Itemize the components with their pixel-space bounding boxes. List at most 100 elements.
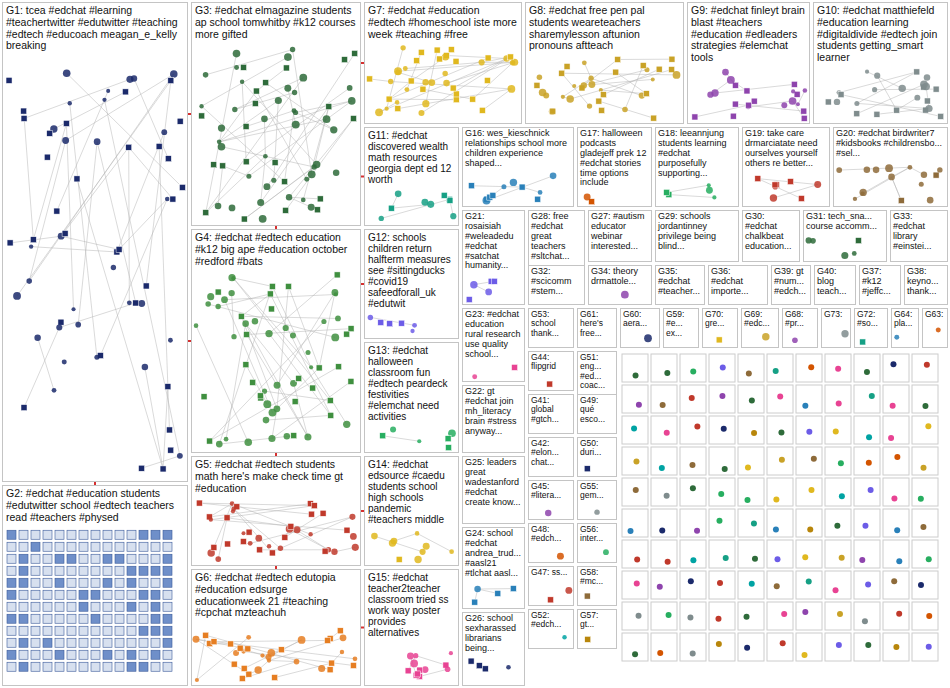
vertex-icon	[224, 515, 230, 521]
tie-line	[70, 103, 97, 357]
vertex-icon	[238, 313, 244, 319]
vertex-icon	[283, 207, 289, 213]
group-box: G33: #edchat library #einstei...	[890, 210, 948, 262]
vertex-icon	[79, 554, 88, 563]
vertex-icon	[127, 638, 136, 647]
vertex-cluster	[562, 635, 566, 639]
vertex-icon	[165, 156, 171, 162]
vertex-dot	[834, 99, 840, 105]
vertex-dot	[218, 124, 225, 131]
vertex-icon	[139, 626, 148, 635]
vertex-icon	[67, 578, 76, 587]
tie-line	[398, 89, 512, 109]
tie-line	[54, 92, 126, 129]
vertex-dot	[561, 95, 565, 99]
vertex-icon	[336, 364, 342, 370]
tiny-group-box	[651, 416, 677, 444]
tie-line	[206, 78, 303, 213]
vertex-icon	[7, 542, 16, 551]
group-box: G5: #edchat #edtech students math here's…	[191, 456, 361, 566]
tie-line	[486, 176, 553, 201]
vertex-dot	[423, 543, 430, 550]
vertex-icon	[510, 586, 516, 592]
vertex-dot	[936, 328, 941, 333]
vertex-icon	[228, 641, 234, 647]
vertex-icon	[43, 590, 52, 599]
vertex-icon	[79, 650, 88, 659]
vertex-dot	[773, 368, 779, 374]
vertex-icon	[692, 114, 698, 120]
tie-line	[232, 293, 234, 337]
vertex-dot	[259, 215, 267, 223]
vertex-icon	[91, 530, 100, 539]
vertex-dot	[808, 364, 814, 370]
vertex-icon	[115, 554, 124, 563]
vertex-dot	[749, 398, 755, 404]
vertex-icon	[584, 466, 590, 472]
vertex-dot	[557, 553, 564, 560]
group-label: G53: school thank...	[529, 309, 573, 339]
tiny-group-box	[738, 416, 764, 444]
group-label: G9: #edchat finleyt brain blast #teacher…	[688, 3, 809, 66]
vertex-icon	[386, 96, 392, 102]
vertex-icon	[139, 650, 148, 659]
vertex-icon	[168, 447, 174, 453]
group-label: G44: flipgrid	[529, 352, 573, 373]
vertex-dot	[781, 102, 787, 108]
vertex-icon	[67, 626, 76, 635]
vertex-dot	[603, 549, 609, 555]
tiny-group-box	[796, 416, 822, 444]
group-label: G59: #e... ex...	[664, 309, 698, 339]
group-box: G10: #edchat matthiefeld #education lear…	[813, 2, 948, 124]
tiny-group-box	[912, 633, 938, 661]
group-box: G36: #edchat importe...	[708, 265, 768, 305]
vertex-dot	[421, 199, 428, 206]
group-box: G51: eng... #ed... coac...	[577, 351, 617, 395]
vertex-dot	[687, 614, 693, 620]
vertex-icon	[201, 394, 207, 400]
vertex-icon	[253, 88, 259, 94]
vertex-icon	[278, 647, 284, 653]
vertex-dot	[68, 101, 72, 105]
vertex-cluster	[380, 426, 456, 450]
tiny-group-box	[796, 447, 822, 475]
vertex-dot	[353, 656, 358, 661]
tiny-group-box	[796, 354, 822, 382]
vertex-dot	[789, 97, 797, 105]
vertex-dot	[537, 74, 543, 80]
vertex-icon	[484, 77, 490, 83]
tiny-group-box	[738, 540, 764, 568]
vertex-dot	[161, 129, 167, 135]
vertex-icon	[91, 614, 100, 623]
vertex-icon	[7, 578, 16, 587]
tie-line	[223, 166, 249, 176]
vertex-icon	[19, 530, 28, 539]
vertex-dot	[802, 652, 808, 658]
vertex-dot	[418, 110, 424, 116]
tie-line	[234, 509, 281, 548]
tie-line	[218, 294, 270, 307]
tiny-group-box	[854, 571, 880, 599]
vertex-icon	[30, 237, 36, 243]
vertex-icon	[163, 626, 172, 635]
vertex-dot	[350, 533, 357, 540]
vertex-icon	[257, 393, 263, 399]
tie-line	[407, 52, 421, 89]
vertex-dot	[290, 333, 296, 339]
vertex-dot	[802, 403, 808, 409]
vertex-icon	[933, 86, 939, 92]
vertex-dot	[717, 580, 723, 586]
group-label: G61: here's free...	[578, 309, 616, 339]
vertex-icon	[163, 554, 172, 563]
vertex-icon	[296, 375, 302, 381]
group-box: G25: leaders great wadestanford #edchat …	[462, 456, 525, 524]
vertex-dot	[778, 430, 784, 436]
vertex-icon	[151, 578, 160, 587]
vertex-icon	[43, 554, 52, 563]
tie-line	[242, 82, 317, 165]
vertex-icon	[170, 196, 176, 202]
vertex-icon	[334, 272, 340, 278]
vertex-dot	[872, 87, 877, 92]
group-label: G57: gt...	[578, 610, 616, 631]
vertex-dot	[719, 393, 725, 399]
